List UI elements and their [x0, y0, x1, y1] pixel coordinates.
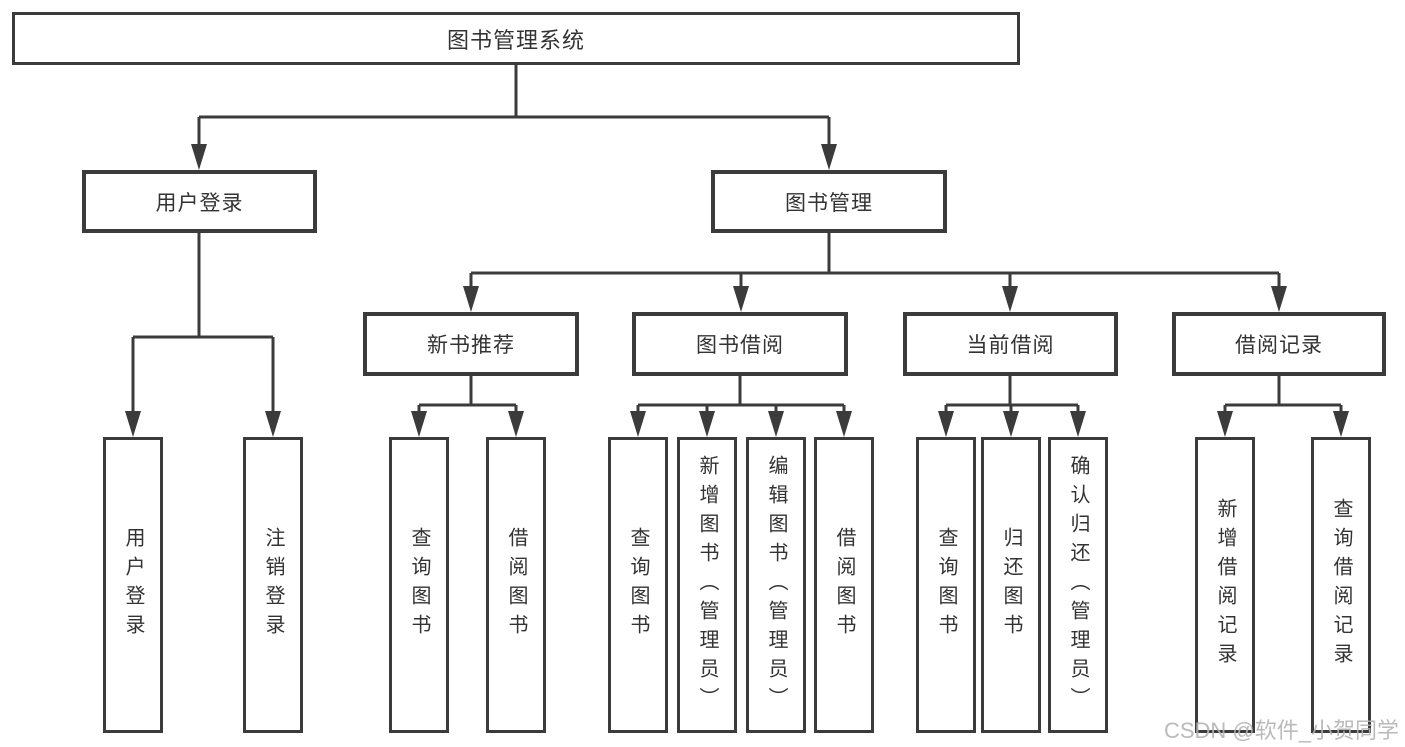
node-label: 图书借阅	[696, 334, 784, 357]
leaf-query-books: 查询图书	[916, 437, 976, 733]
leaf-borrow-books: 借阅图书	[486, 437, 546, 733]
watermark-text: CSDN @软件_小贺同学	[1163, 718, 1399, 743]
leaf-borrow-books: 借阅图书	[814, 437, 874, 733]
leaf-label: 注销登录	[262, 527, 284, 643]
node-user-login: 用户登录	[82, 170, 317, 233]
node-label: 用户登录	[155, 191, 244, 215]
leaf-confirm-return-admin: 确认归还（管理员）	[1048, 437, 1108, 733]
leaf-label: 查询图书	[627, 527, 649, 643]
node-label: 当前借阅	[966, 334, 1055, 357]
node-label: 新书推荐	[427, 334, 515, 357]
leaf-label: 归还图书	[1000, 527, 1022, 643]
node-label: 借阅记录	[1235, 334, 1323, 357]
leaf-user-login: 用户登录	[103, 437, 163, 733]
arrowhead-icons	[125, 144, 1349, 437]
leaf-logout: 注销登录	[243, 437, 303, 733]
leaf-add-book-admin: 新增图书（管理员）	[677, 437, 737, 733]
leaf-label: 查询图书	[408, 527, 430, 643]
leaf-query-books: 查询图书	[389, 437, 449, 733]
node-book-management: 图书管理	[711, 170, 947, 233]
node-label: 图书管理系统	[446, 27, 585, 53]
leaf-label: 新增图书（管理员）	[696, 454, 718, 716]
leaf-label: 查询借阅记录	[1330, 498, 1352, 672]
node-label: 图书管理	[785, 191, 873, 215]
leaf-add-borrow-record: 新增借阅记录	[1195, 437, 1255, 733]
node-borrowing-records: 借阅记录	[1172, 312, 1386, 376]
leaf-query-borrow-record: 查询借阅记录	[1311, 437, 1371, 733]
leaf-label: 借阅图书	[833, 527, 855, 643]
leaf-label: 确认归还（管理员）	[1067, 454, 1089, 716]
leaf-label: 查询图书	[935, 527, 957, 643]
leaf-edit-book-admin: 编辑图书（管理员）	[746, 437, 806, 733]
leaf-query-books: 查询图书	[608, 437, 668, 733]
leaf-label: 用户登录	[122, 527, 144, 643]
node-library-management-system: 图书管理系统	[12, 12, 1020, 65]
node-book-borrowing: 图书借阅	[632, 312, 848, 376]
leaf-label: 编辑图书（管理员）	[765, 454, 787, 716]
node-current-borrowing: 当前借阅	[903, 312, 1118, 376]
leaf-return-books: 归还图书	[981, 437, 1041, 733]
node-new-book-recommendation: 新书推荐	[363, 312, 579, 376]
leaf-label: 新增借阅记录	[1214, 498, 1236, 672]
leaf-label: 借阅图书	[505, 527, 527, 643]
